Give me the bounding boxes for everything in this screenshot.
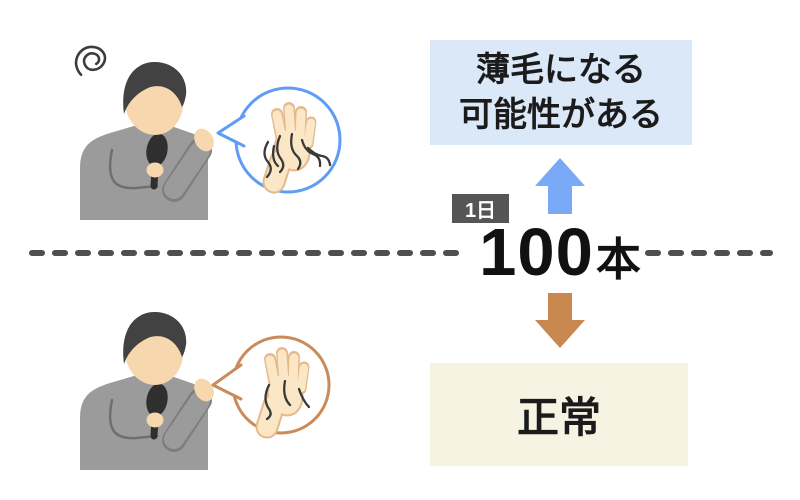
speech-bubble-bottom — [211, 335, 331, 433]
speech-bubble-bottom-tail — [213, 365, 241, 399]
hand-with-few-hairs — [262, 353, 309, 427]
person-bottom — [80, 312, 218, 470]
hair-count: 100 本 — [430, 214, 690, 291]
worry-squiggle-icon — [74, 45, 107, 77]
person-top — [80, 62, 218, 220]
outcome-normal-label: 正常 — [516, 394, 601, 441]
speech-bubble-top-tail-stroke — [216, 114, 246, 148]
outcome-box-normal: 正常 — [430, 363, 688, 466]
hand-with-many-hairs — [263, 108, 332, 182]
hair-count-unit: 本 — [595, 234, 641, 285]
outcome-thinning-line2: 可能性がある — [459, 95, 663, 134]
up-arrow-icon — [535, 158, 585, 214]
speech-bubble-top — [216, 86, 342, 194]
speech-bubble-bottom-tail-stroke — [211, 363, 243, 401]
hair-count-value: 100 — [479, 215, 594, 290]
fallen-hairs-many — [263, 132, 332, 179]
down-arrow-icon — [535, 293, 585, 348]
outcome-thinning-line1: 薄毛になる — [476, 51, 646, 90]
per-day-badge: 1日 — [452, 194, 509, 223]
outcome-box-thinning: 薄毛になる 可能性がある — [430, 40, 692, 145]
fallen-hairs-few — [264, 379, 311, 421]
speech-bubble-top-tail — [218, 116, 244, 146]
